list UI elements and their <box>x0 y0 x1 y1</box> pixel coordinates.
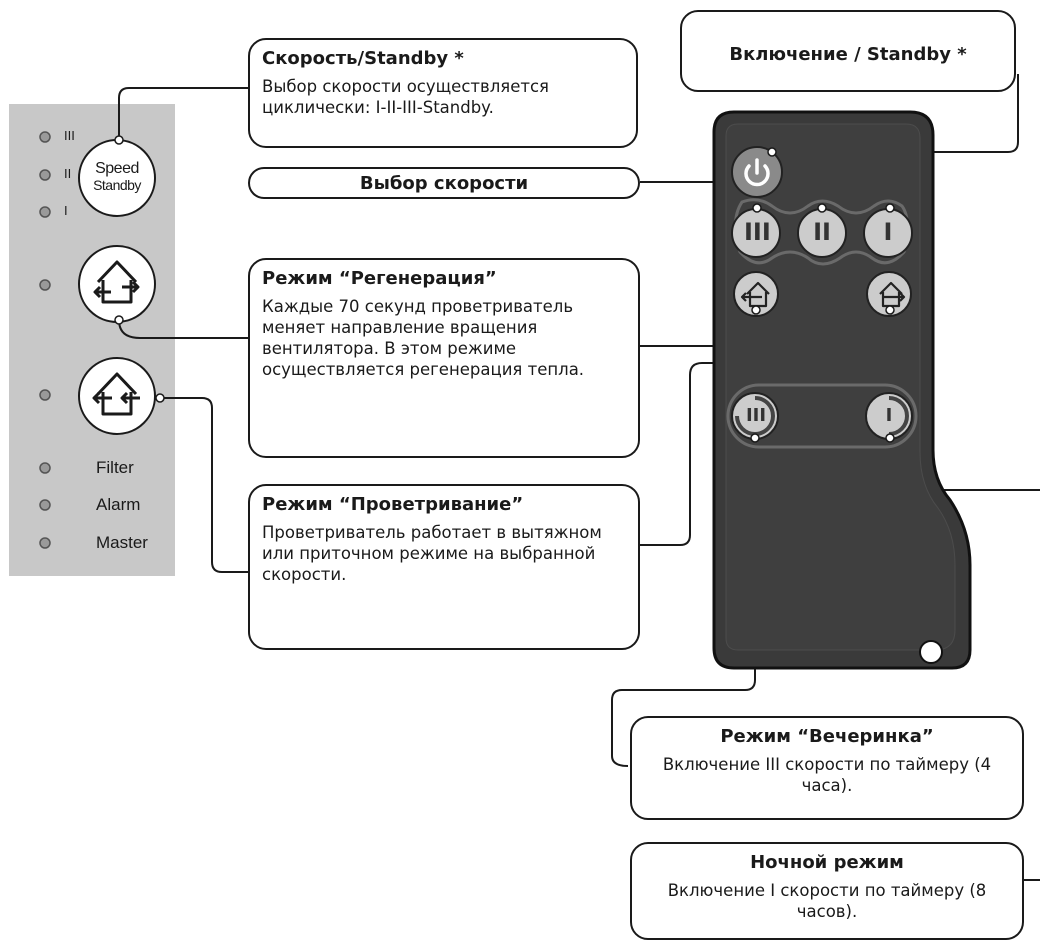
status-label-master: Master <box>96 533 148 552</box>
remote-speed-2-label: II <box>813 218 831 246</box>
house-airflow-icon <box>92 372 140 416</box>
led-ventilation <box>39 389 51 401</box>
callout-regeneration: Режим “Регенерация” Каждые 70 секунд про… <box>248 258 640 458</box>
led-speed-3 <box>39 131 51 143</box>
led-label-speed-1: I <box>64 203 68 218</box>
status-label-alarm: Alarm <box>96 495 141 514</box>
callout-night: Ночной режим Включение I скорости по тай… <box>630 842 1024 940</box>
callout-title: Режим “Регенерация” <box>262 268 497 289</box>
indicator-leds <box>39 131 51 549</box>
callout-speed-standby: Скорость/Standby * Выбор скорости осущес… <box>248 38 638 148</box>
remote-party-label: III <box>745 405 767 426</box>
status-label-filter: Filter <box>96 458 134 477</box>
panel-ventilation-button <box>78 357 156 435</box>
callout-title: Скорость/Standby * <box>262 48 464 69</box>
remote-speed-3-label: III <box>744 218 771 246</box>
callout-title: Включение / Standby * <box>729 44 967 65</box>
led-speed-2 <box>39 169 51 181</box>
callout-title: Режим “Проветривание” <box>262 494 524 515</box>
house-in-arrow-icon <box>740 281 770 308</box>
callout-text: Включение III скорости по таймеру (4 час… <box>662 755 992 795</box>
callout-title: Режим “Вечеринка” <box>720 726 934 747</box>
remote-speed-1-label: I <box>883 218 893 246</box>
callout-title: Выбор скорости <box>359 173 529 194</box>
callout-text: Каждые 70 секунд проветриватель меняет н… <box>262 297 585 379</box>
led-label-speed-3: III <box>64 128 75 143</box>
callout-power: Включение / Standby * <box>680 10 1016 92</box>
callout-text: Проветриватель работает в вытяжном или п… <box>262 523 602 584</box>
led-filter <box>39 462 51 474</box>
callout-title: Ночной режим <box>750 852 904 873</box>
timer-arc-icon <box>735 396 775 436</box>
led-alarm <box>39 499 51 511</box>
timer-button-group <box>726 383 918 449</box>
remote-hole <box>919 640 943 664</box>
callout-text: Выбор скорости осуществляется циклически… <box>262 77 549 117</box>
callout-party: Режим “Вечеринка” Включение III скорости… <box>630 716 1024 820</box>
callout-ventilation: Режим “Проветривание” Проветриватель раб… <box>248 484 640 650</box>
led-master <box>39 537 51 549</box>
led-label-speed-2: II <box>64 166 72 181</box>
speed-button-label[interactable]: Speed Standby <box>79 160 155 194</box>
standby-line: Standby <box>93 177 141 193</box>
led-speed-1 <box>39 206 51 218</box>
panel-regeneration-button <box>78 245 156 323</box>
speed-line: Speed <box>95 160 139 177</box>
remote-night-label: I <box>885 405 893 426</box>
led-regeneration <box>39 279 51 291</box>
callout-text: Включение I скорости по таймеру (8 часов… <box>667 881 987 921</box>
timer-arc-icon-2 <box>888 396 909 436</box>
house-arrows-icon <box>93 260 140 304</box>
connector-dots <box>114 135 895 443</box>
callout-speed-select: Выбор скорости <box>248 167 640 199</box>
power-icon <box>744 158 770 187</box>
